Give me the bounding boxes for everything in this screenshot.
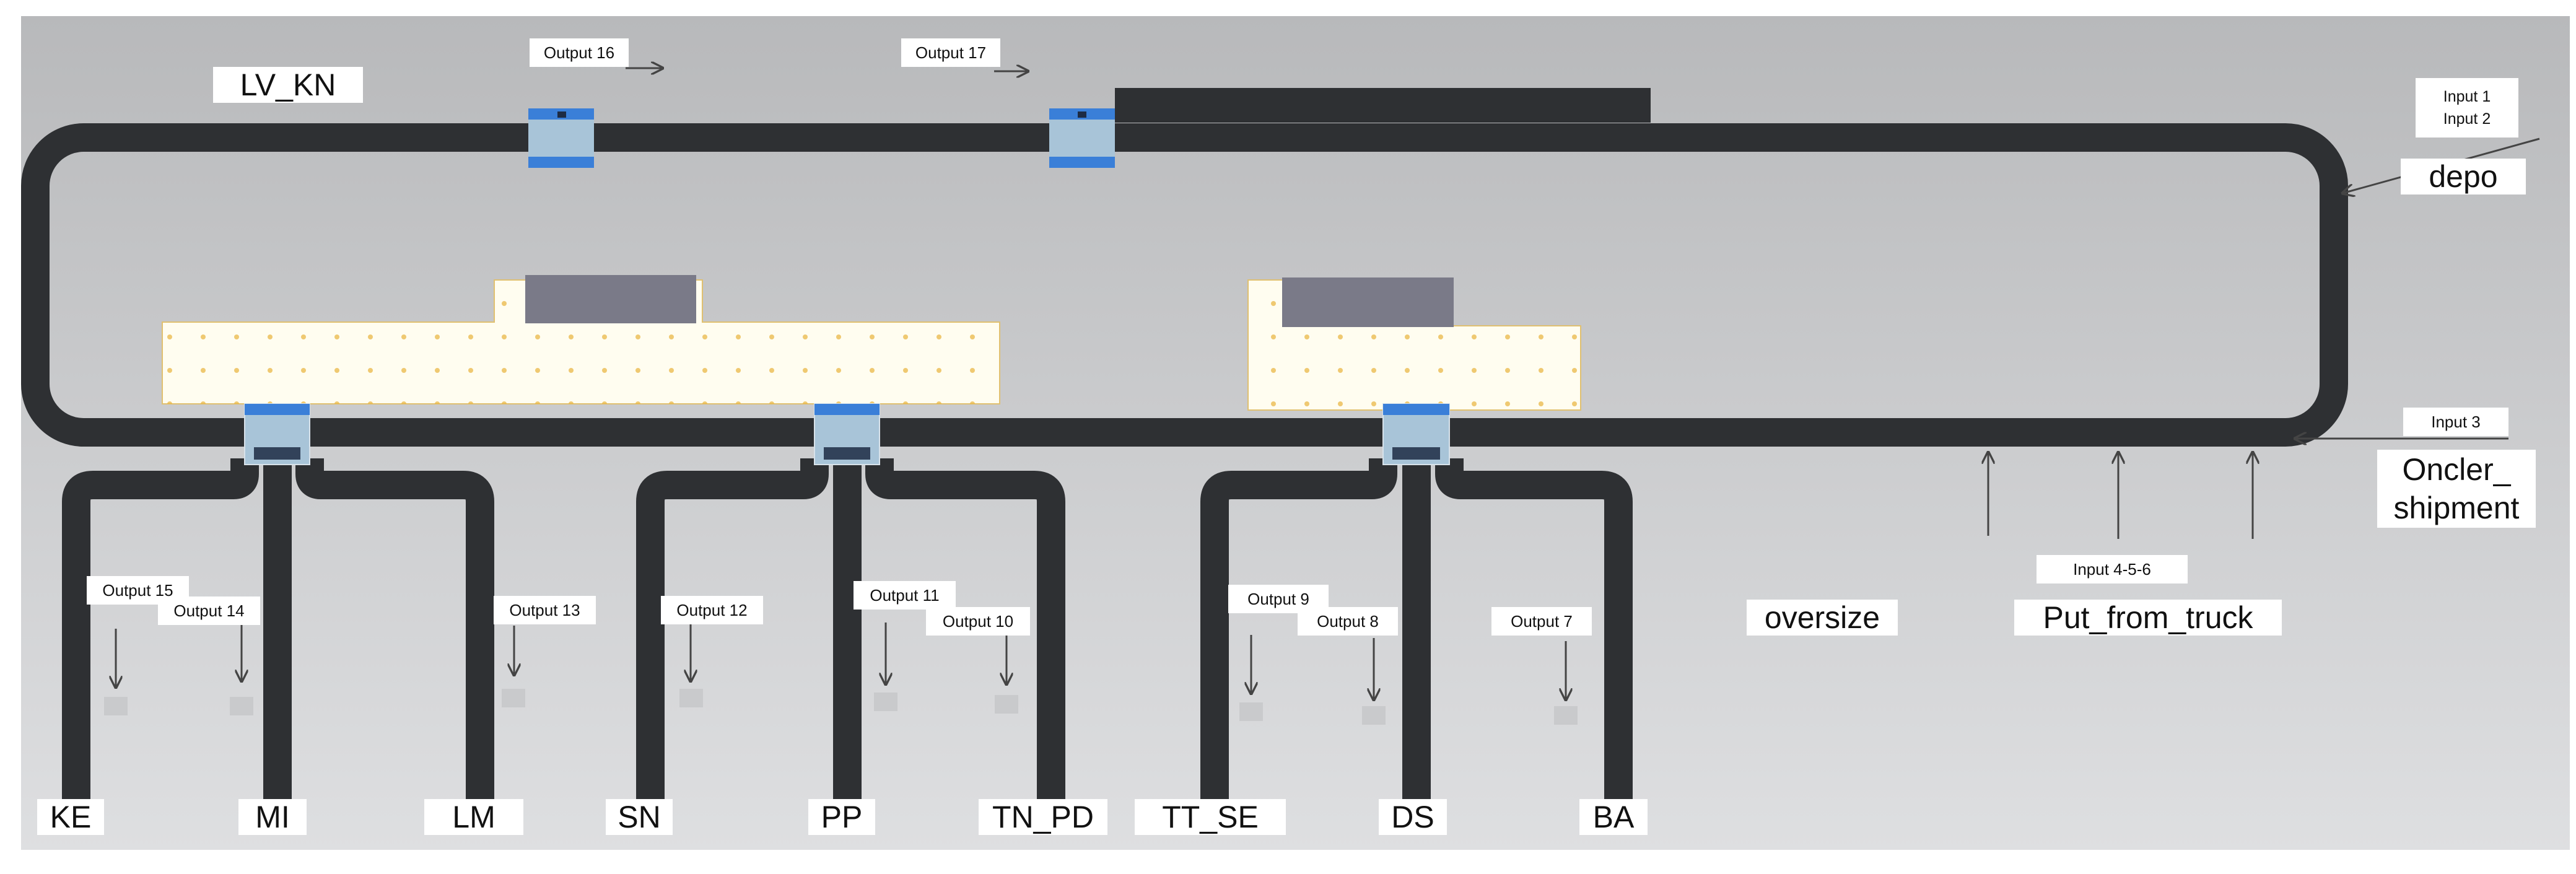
main-loop-conveyor [21, 123, 2348, 447]
label-input-1-2: Input 1 Input 2 [2416, 78, 2518, 138]
machine-left [525, 275, 696, 323]
switch-output-16 [528, 108, 594, 168]
label-dest-ke: KE [37, 799, 104, 835]
label-oncler-line2: shipment [2393, 491, 2520, 525]
station-right [1247, 277, 1581, 411]
label-dest-tt-se: TT_SE [1135, 799, 1286, 835]
label-input-4-5-6: Input 4-5-6 [2037, 555, 2188, 583]
output-drop-points [104, 689, 1578, 725]
label-dest-tn-pd: TN_PD [979, 799, 1107, 835]
label-dest-lm: LM [424, 799, 523, 835]
machine-right [1282, 277, 1454, 327]
label-oncler-shipment: Oncler_ shipment [2377, 450, 2536, 528]
label-put-from-truck: Put_from_truck [2014, 600, 2282, 636]
label-output-17: Output 17 [901, 38, 1000, 67]
label-input-2: Input 2 [2443, 110, 2491, 128]
label-depo: depo [2401, 159, 2526, 194]
branch-lm [295, 458, 494, 799]
label-oncler-line1: Oncler_ [2402, 452, 2511, 487]
label-output-16: Output 16 [530, 38, 629, 67]
label-lv-kn: LV_KN [213, 67, 363, 103]
label-output-10: Output 10 [926, 607, 1030, 636]
output-arrows-top [626, 68, 1028, 71]
label-input-1: Input 1 [2443, 88, 2491, 105]
label-dest-sn: SN [606, 799, 673, 835]
label-oversize: oversize [1747, 600, 1898, 636]
branch-sn [636, 458, 829, 799]
branch-tn-pd [865, 458, 1065, 799]
branch-conveyors [62, 458, 1633, 799]
label-dest-mi: MI [238, 799, 307, 835]
branch-ba [1435, 458, 1633, 799]
switch-junction-3 [1382, 403, 1450, 465]
top-equipment-block [1115, 88, 1651, 123]
switch-junction-2 [814, 403, 880, 465]
label-output-11: Output 11 [854, 581, 956, 610]
label-output-13: Output 13 [494, 596, 596, 624]
branch-ke [62, 458, 259, 799]
label-output-12: Output 12 [661, 596, 763, 624]
label-output-14: Output 14 [158, 597, 260, 625]
label-dest-ds: DS [1379, 799, 1447, 835]
switch-junction-1 [244, 403, 310, 465]
label-dest-ba: BA [1579, 799, 1648, 835]
label-dest-pp: PP [808, 799, 875, 835]
label-input-3: Input 3 [2403, 408, 2508, 436]
label-output-7: Output 7 [1491, 607, 1592, 636]
switch-output-17 [1049, 108, 1115, 168]
label-output-8: Output 8 [1298, 607, 1398, 636]
output-arrows-bottom [116, 619, 1566, 700]
branch-tt-se [1200, 458, 1397, 799]
station-left [162, 275, 1000, 404]
